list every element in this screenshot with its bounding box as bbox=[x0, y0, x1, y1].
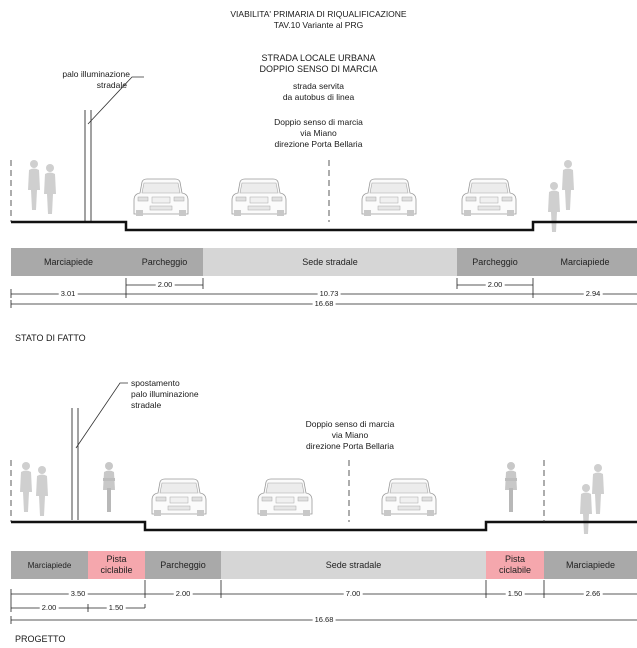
bus-note-line1: strada servita bbox=[292, 81, 345, 91]
band-label: ciclabile bbox=[100, 565, 133, 575]
dim-label: 1.50 bbox=[505, 589, 525, 598]
pedestrians-left-top bbox=[28, 160, 56, 214]
band-label: Marciapiede bbox=[560, 257, 610, 267]
band-label: Pista bbox=[504, 554, 525, 564]
bus-note-line2: da autobus di linea bbox=[282, 92, 355, 102]
dim-label: 1.50 bbox=[106, 603, 126, 612]
cyclist-right-bottom bbox=[505, 462, 517, 512]
band-sede-stradale-top: Sede stradale bbox=[203, 248, 457, 276]
dim-label: 16.68 bbox=[312, 615, 336, 624]
lamp-move-line2: palo illuminazione bbox=[131, 389, 199, 399]
band-label: Marciapiede bbox=[565, 560, 616, 570]
band-label: Parcheggio bbox=[160, 560, 206, 570]
road-profile-top bbox=[10, 160, 637, 232]
direction-line1: Doppio senso di marcia bbox=[274, 117, 363, 127]
lamp-label-line1: palo illuminazione bbox=[62, 69, 130, 79]
dim-label: 2.66 bbox=[583, 589, 603, 598]
band-marciapiede-right-top: Marciapiede bbox=[533, 248, 637, 276]
direction-line2: via Miano bbox=[300, 128, 337, 138]
dim-label: 16.68 bbox=[312, 299, 336, 308]
pedestrians-right-bottom bbox=[580, 464, 604, 534]
band-pista-ciclabile-right: Pista ciclabile bbox=[486, 551, 544, 579]
lamp-post-bottom bbox=[71, 382, 128, 520]
band-label: ciclabile bbox=[498, 565, 531, 575]
dim-label: 2.00 bbox=[485, 280, 505, 289]
dim-label: 2.00 bbox=[173, 589, 193, 598]
band-parcheggio-left-top: Parcheggio bbox=[126, 248, 203, 276]
road-profile-bottom bbox=[10, 460, 637, 532]
band-parcheggio-right-top: Parcheggio bbox=[457, 248, 533, 276]
band-marciapiede-right-bottom: Marciapiede bbox=[544, 551, 637, 579]
band-parcheggio-bottom: Parcheggio bbox=[145, 551, 221, 579]
band-label: Sede stradale bbox=[325, 560, 382, 570]
band-marciapiede-left-bottom: Marciapiede bbox=[11, 551, 88, 579]
band-pista-ciclabile-left: Pista ciclabile bbox=[88, 551, 145, 579]
lamp-move-line3: stradale bbox=[131, 400, 162, 410]
road-type-line1: STRADA LOCALE URBANA bbox=[261, 53, 376, 63]
dim-label: 2.00 bbox=[155, 280, 175, 289]
band-label: Marciapiede bbox=[27, 560, 72, 570]
lamp-label-line2: stradale bbox=[96, 80, 127, 90]
dim-label: 2.00 bbox=[39, 603, 59, 612]
band-label: Parcheggio bbox=[472, 257, 518, 267]
dim-label: 10.73 bbox=[317, 289, 341, 298]
section-label-bottom: PROGETTO bbox=[15, 634, 66, 644]
lamp-move-line1: spostamento bbox=[131, 378, 180, 388]
header-subtitle: TAV.10 Variante al PRG bbox=[273, 20, 364, 30]
cars-bottom bbox=[151, 478, 437, 517]
dim-label: 7.00 bbox=[343, 589, 363, 598]
dim-label: 3.01 bbox=[58, 289, 78, 298]
band-sede-stradale-bottom: Sede stradale bbox=[221, 551, 486, 579]
header-title: VIABILITA' PRIMARIA DI RIQUALIFICAZIONE bbox=[230, 9, 407, 19]
direction-bottom-line2: via Miano bbox=[331, 430, 369, 440]
band-label: Pista bbox=[106, 554, 127, 564]
band-label: Marciapiede bbox=[43, 257, 94, 267]
direction-bottom-line3: direzione Porta Bellaria bbox=[306, 441, 394, 451]
cyclist-left-bottom bbox=[103, 462, 115, 512]
cars-top bbox=[133, 178, 517, 217]
lamp-post-top bbox=[84, 76, 144, 222]
dim-label: 2.94 bbox=[583, 289, 603, 298]
section-label-top: STATO DI FATTO bbox=[15, 333, 86, 343]
dim-label: 3.50 bbox=[68, 589, 88, 598]
direction-bottom-line1: Doppio senso di marcia bbox=[305, 419, 395, 429]
band-label: Sede stradale bbox=[302, 257, 358, 267]
band-label: Parcheggio bbox=[141, 257, 188, 267]
pedestrians-left-bottom bbox=[20, 462, 48, 516]
band-marciapiede-left-top: Marciapiede bbox=[11, 248, 126, 276]
road-type-line2: DOPPIO SENSO DI MARCIA bbox=[259, 64, 378, 74]
direction-line3: direzione Porta Bellaria bbox=[274, 139, 363, 149]
